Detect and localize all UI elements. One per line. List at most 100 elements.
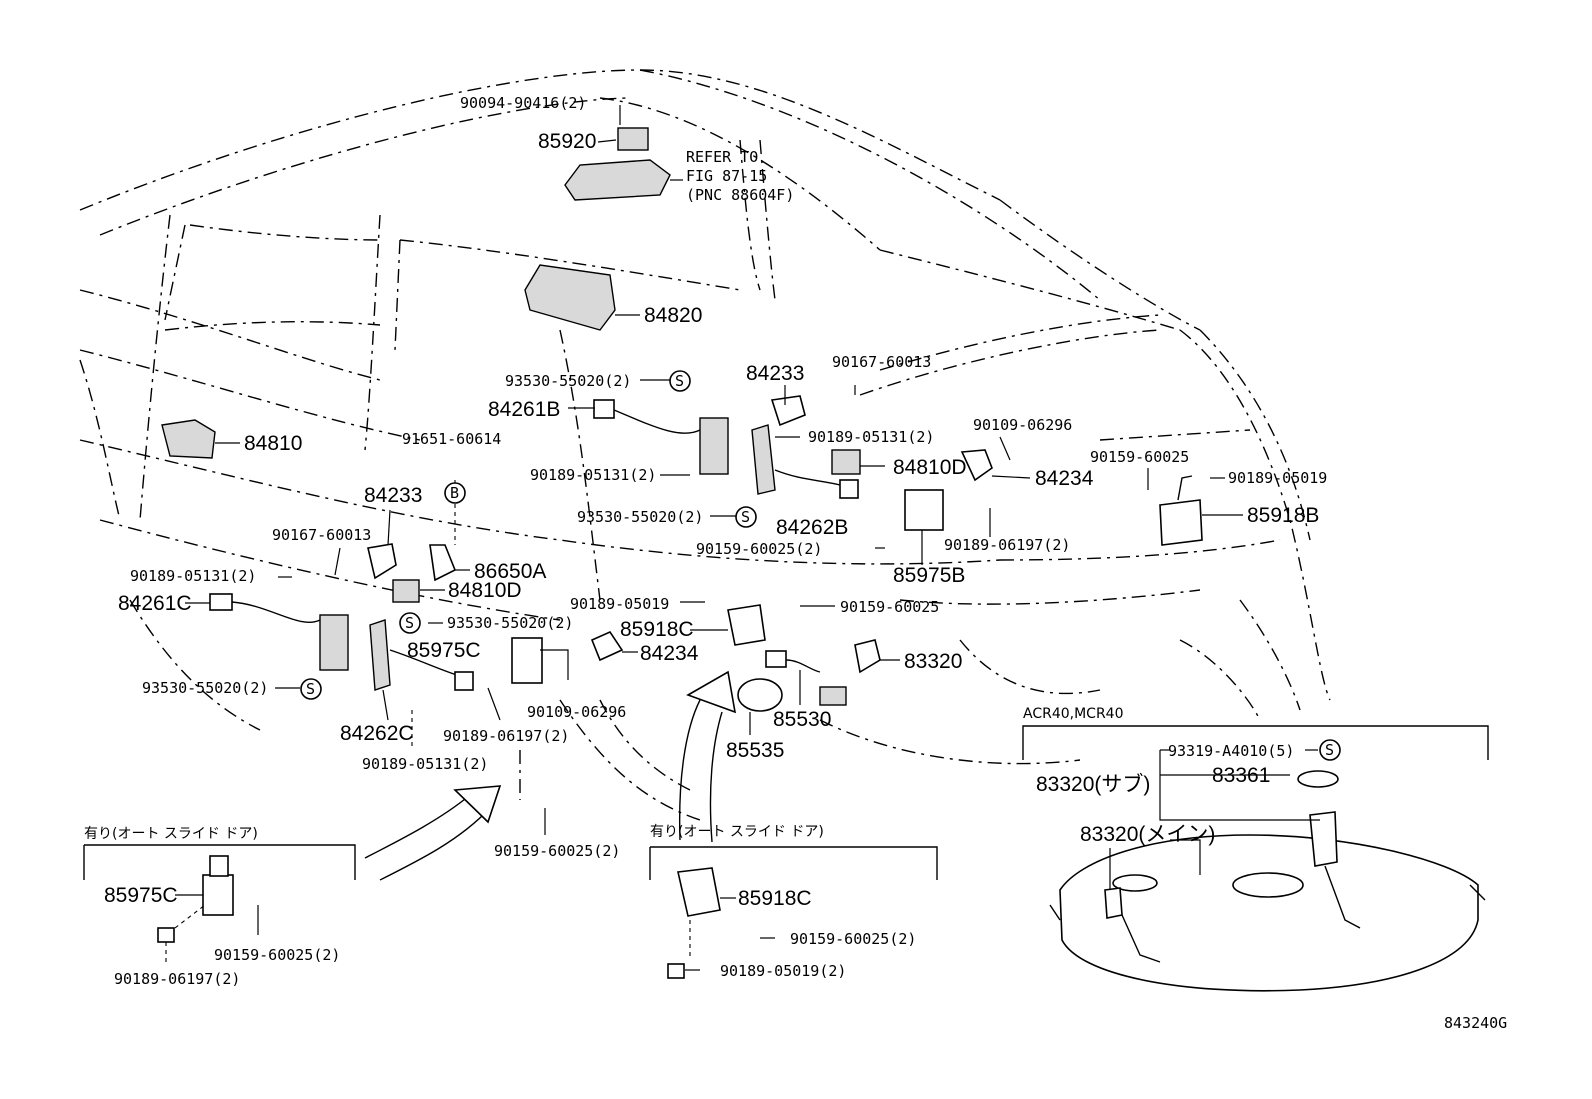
part-84233-right-shape [770,395,806,427]
label-90189-05019-right: 90189-05019 [1228,469,1327,487]
label-93530-55020-mid: 93530-55020(2) [447,614,573,632]
pump-sub-shape [1309,811,1338,867]
label-90109-06296-lower: 90109-06296 [527,703,626,721]
pump-main-shape [1104,887,1123,919]
direction-arrows [364,670,737,881]
label-93319-A4010: 93319-A4010(5) [1168,742,1294,760]
part-85975C-shape [511,637,543,684]
leader-lines [175,139,1320,971]
inset-left-title: 有り(オート スライド ドア) [84,826,258,842]
label-83361: 83361 [1212,764,1270,787]
part-console-shape [564,159,671,201]
symbol-s-5 [1319,739,1341,761]
label-84262C: 84262C [340,722,414,745]
part-83361-shape [1297,770,1339,788]
circled-symbols: S S B S S S [300,370,1341,761]
label-85535: 85535 [726,739,784,762]
inset-85918C-shape [677,867,721,917]
label-90189-06197-right: 90189-06197(2) [944,536,1070,554]
part-84262B-shape [751,424,776,495]
refer-note-1: REFER TO [686,148,758,166]
label-90159-60025-lower: 90159-60025(2) [494,842,620,860]
part-83320-shape [854,639,881,674]
part-84234-lower-shape [590,630,624,662]
part-84810D-right-shape [831,449,861,475]
label-83320-main: 83320(メイン) [1080,823,1215,846]
label-84261B: 84261B [488,398,560,421]
part-connector-left [319,614,349,671]
label-90189-05131-right: 90189-05131(2) [808,428,934,446]
part-84810D-left-shape [392,579,420,603]
label-84820: 84820 [644,304,702,327]
label-83320: 83320 [904,650,962,673]
symbol-s-4 [300,678,322,700]
inset-85975C-shape [202,874,234,916]
label-84810D-left: 84810D [448,579,522,602]
label-90189-06197-lower: 90189-06197(2) [443,727,569,745]
refer-note-3: (PNC 88604F) [686,186,794,204]
label-84234-upper: 84234 [1035,467,1094,490]
label-84810: 84810 [244,432,302,455]
refer-note-2: FIG 87-15 [686,167,767,185]
part-connector-upper [699,417,729,475]
part-84261C-shape [209,593,233,611]
label-86650A: 86650A [474,560,546,583]
variant-label: ACR40,MCR40 [1023,706,1124,722]
parts [157,105,1486,992]
symbol-s-3 [399,612,421,634]
part-85530-connector [765,650,787,668]
part-85975B-shape [904,489,944,531]
label-90159-60025-mid2: 90159-60025(2) [696,540,822,558]
part-86650A-shape [429,544,457,582]
svg-text:S: S [675,372,684,390]
label-93530-55020-left: 93530-55020(2) [142,679,268,697]
label-90167-60013-right: 90167-60013 [832,353,931,371]
part-85535-shape [737,678,783,712]
label-85530: 85530 [773,708,831,731]
svg-text:S: S [405,614,414,632]
part-84261B-shape [593,399,615,419]
label-90189-06197-inset: 90189-06197(2) [114,970,240,988]
label-90109-06296-right: 90109-06296 [973,416,1072,434]
part-85918B-shape [1159,499,1203,546]
label-85918C-main: 85918C [620,618,694,641]
svg-text:S: S [1325,741,1334,759]
label-90159-60025-right: 90159-60025 [1090,448,1189,466]
part-85920-shape [617,127,649,151]
label-85918B: 85918B [1247,504,1319,527]
inset-mid-title: 有り(オート スライド ドア) [650,824,824,840]
fuel-tank-shape [1059,834,1479,992]
label-85975C-main: 85975C [407,639,481,662]
label-91651-60614: 91651-60614 [402,430,501,448]
symbol-s-1 [669,370,691,392]
vehicle-outline [79,69,1331,821]
part-84262C-shape [369,619,391,691]
part-85530-shape [819,686,847,706]
label-84233-right: 84233 [746,362,804,385]
label-85975C-inset: 85975C [104,884,178,907]
label-93530-55020-upper2: 93530-55020(2) [577,508,703,526]
label-90159-60025-inset: 90159-60025(2) [214,946,340,964]
part-labels: 90094-90416(2) 85920 REFER TO FIG 87-15 … [84,94,1507,1032]
part-84820-shape [524,264,616,331]
label-85975B: 85975B [893,564,965,587]
part-84233-left-shape [367,543,397,580]
label-90159-60025-inset2: 90159-60025(2) [790,930,916,948]
label-90189-05131-left: 90189-05131(2) [130,567,256,585]
label-84261C: 84261C [118,592,192,615]
label-90094-90416: 90094-90416(2) [460,94,586,112]
label-85920: 85920 [538,130,596,153]
label-90167-60013-left: 90167-60013 [272,526,371,544]
symbol-b [444,482,466,504]
part-84234-upper-shape [960,449,993,482]
label-93530-55020-top: 93530-55020(2) [505,372,631,390]
svg-text:S: S [306,680,315,698]
label-85918C-inset: 85918C [738,887,812,910]
label-84262B: 84262B [776,516,848,539]
svg-text:S: S [741,508,750,526]
label-84233-left: 84233 [364,484,422,507]
part-85918C-shape [727,604,766,646]
label-84234-lower: 84234 [640,642,699,665]
label-90159-60025-mid: 90159-60025 [840,598,939,616]
label-90189-05019-mid: 90189-05019 [570,595,669,613]
